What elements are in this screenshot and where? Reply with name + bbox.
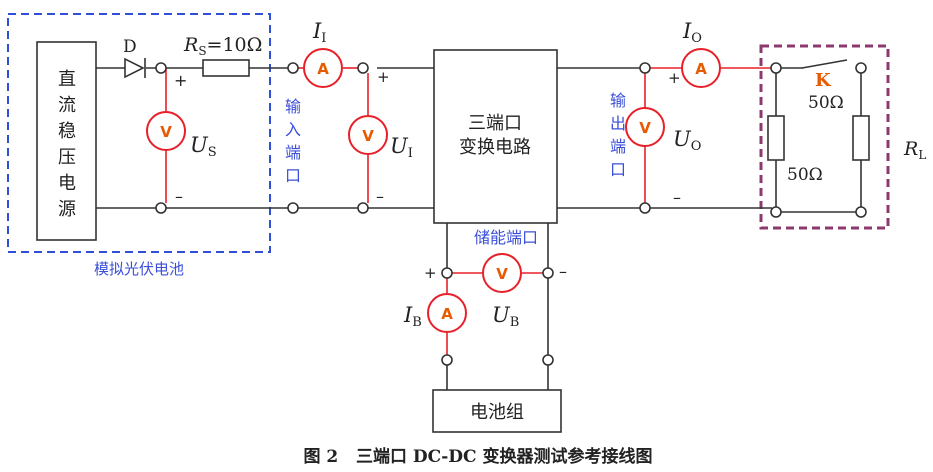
io-ammeter-symbol: A [695,60,707,78]
output-port-char-3: 端 [610,137,626,156]
uo-voltmeter [625,107,665,147]
output-port-char-2: 出 [610,114,626,133]
terminal-load-top-right [855,62,867,74]
rs-resistor [202,59,250,77]
dc-power-supply-char-4: 压 [58,147,76,168]
output-port-char-4: 口 [610,160,626,179]
ib-ammeter-symbol: A [441,305,453,323]
input-port-char-2: 入 [285,120,301,139]
ui-voltmeter-symbol: V [362,127,374,145]
source-plus-sign: + [174,71,187,90]
dc-power-supply-char-1: 直 [58,69,76,90]
ui-voltmeter [348,115,388,155]
meters: V A V A V V A [146,48,721,333]
wires [96,59,862,390]
battery-pack-box [432,389,562,433]
terminal-input-top-inner [357,62,369,74]
ui-label: UI [390,134,413,161]
uo-label: UO [673,127,701,154]
pv-simulator-caption: 模拟光伏电池 [94,260,184,278]
terminal-input-bottom-inner [357,202,369,214]
output-port-char-1: 输 [610,91,626,110]
terminal-battery-right [542,354,554,366]
load-resistor-2-value: 50Ω [808,93,844,113]
storage-minus-sign: – [559,262,567,281]
load-resistor-1 [767,115,785,161]
rl-label: RL [903,138,926,162]
output-plus-sign: + [668,69,681,87]
input-port-char-3: 端 [285,143,301,162]
ub-label: UB [492,303,519,330]
input-port-char-4: 口 [285,166,301,185]
battery-pack-label: 电池组 [470,402,524,423]
us-label: US [190,133,217,160]
storage-port-label: 储能端口 [474,228,538,247]
ub-voltmeter [482,253,522,293]
terminal-load-bottom-left [770,206,782,218]
ib-ammeter [427,293,467,333]
ii-ammeter-symbol: A [317,60,329,78]
source-minus-sign: – [175,187,183,206]
terminal-source-top [155,62,167,74]
converter-label-line-1: 三端口 [468,113,522,134]
terminal-input-top-outer [287,62,299,74]
dc-power-supply-char-6: 源 [58,199,76,220]
io-label: IO [682,19,702,46]
terminal-storage-left [441,267,453,279]
us-voltmeter-symbol: V [160,123,172,141]
terminal-load-top-left [770,62,782,74]
three-port-converter-box [433,49,558,224]
ub-voltmeter-symbol: V [496,265,508,283]
dc-power-supply-box [36,41,97,241]
ii-label: II [312,19,326,46]
us-voltmeter [146,111,186,151]
input-port-char-1: 输 [285,97,301,116]
load-resistor-1-value: 50Ω [787,165,823,185]
diode-label: D [123,37,137,57]
input-minus-sign: – [376,187,384,206]
output-minus-sign: – [673,188,681,207]
dc-power-supply-char-2: 流 [58,95,76,116]
uo-voltmeter-symbol: V [639,119,651,137]
io-ammeter [681,48,721,88]
ib-label: IB [403,303,422,330]
load-dashed-box [759,44,890,230]
switch-k-label: K [815,70,832,91]
meter-wires [165,67,772,355]
pv-simulator-dashed-box [7,13,271,253]
dc-power-supply-char-3: 稳 [58,121,76,142]
terminal-output-bottom [639,202,651,214]
storage-plus-sign: + [424,264,437,282]
terminal-output-top [639,62,651,74]
diode-symbol [124,57,146,79]
figure-caption: 图 2 三端口 DC-DC 变换器测试参考接线图 [304,446,653,467]
input-plus-sign: + [377,68,390,86]
dc-power-supply-char-5: 电 [58,173,76,194]
terminal-input-bottom-outer [287,202,299,214]
terminal-storage-right [542,267,554,279]
terminal-battery-left [441,354,453,366]
load-resistor-2 [852,115,870,161]
terminals [155,62,867,366]
rs-label: RS=10Ω [183,34,262,58]
ii-ammeter [303,48,343,88]
terminal-source-bottom [155,202,167,214]
terminal-load-bottom-right [855,206,867,218]
converter-label-line-2: 变换电路 [459,137,531,158]
